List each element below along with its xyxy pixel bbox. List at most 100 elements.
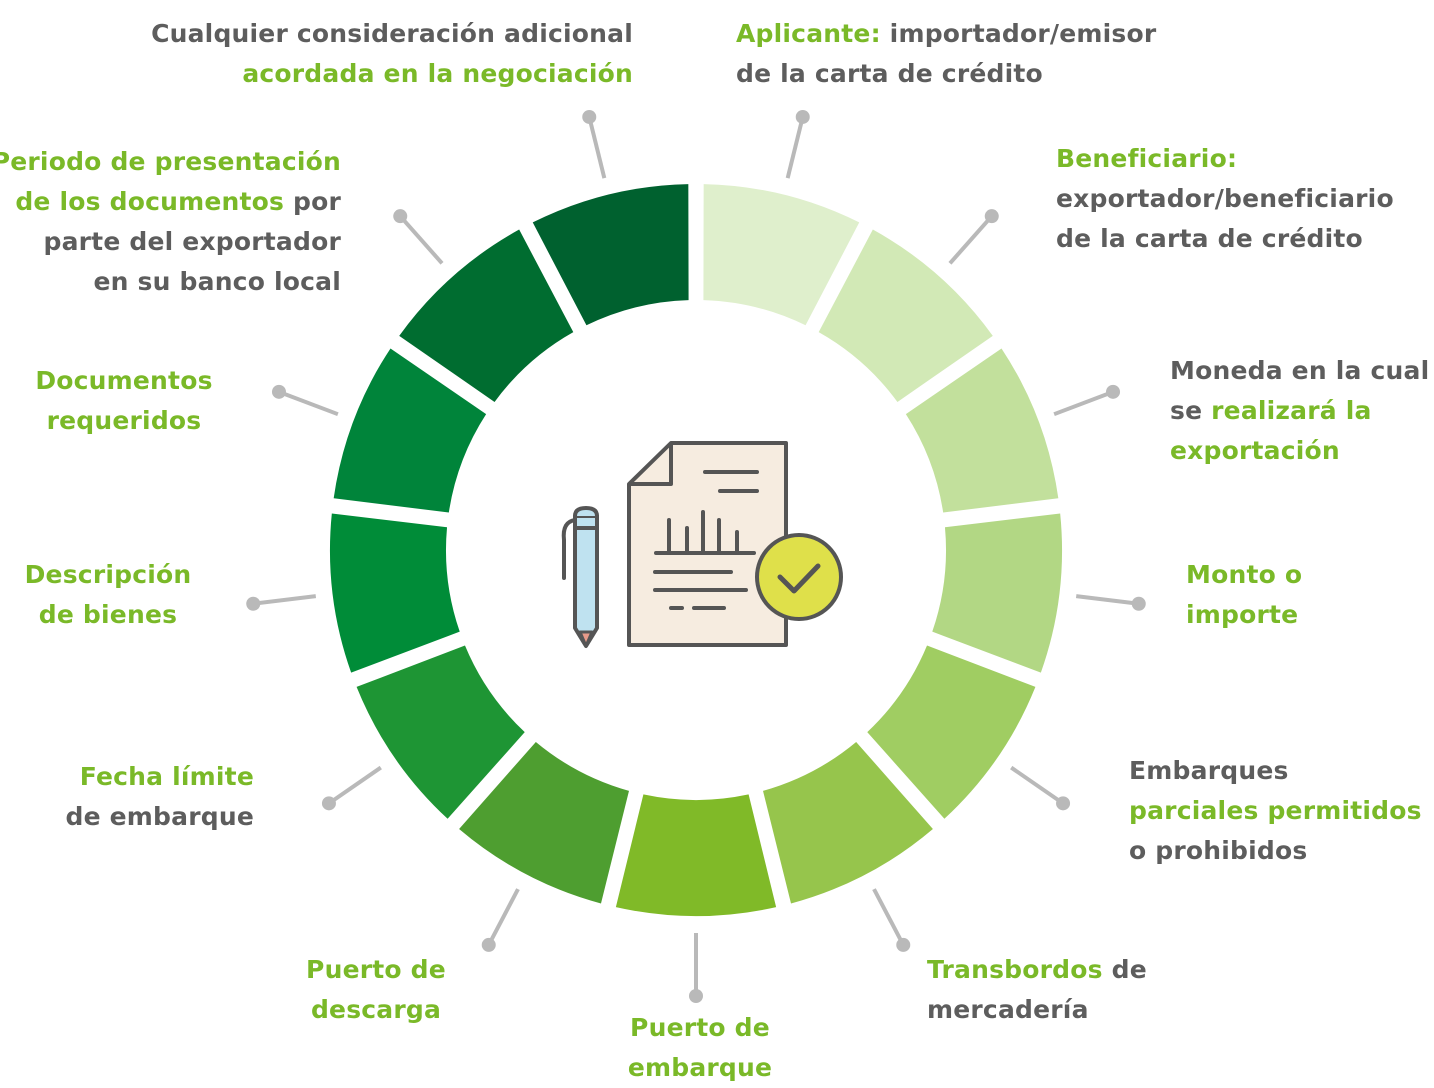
label-line: importe (1186, 595, 1302, 635)
label-line: Fecha límite (65, 757, 254, 797)
connector-dot (393, 209, 408, 224)
label-text: embarque (627, 1053, 773, 1082)
label-line: Beneficiario: (1056, 139, 1394, 179)
label-line: acordada en la negociación (151, 54, 633, 94)
label-text: exportador/beneficiario (1056, 184, 1394, 213)
label-text: acordada en la negociación (242, 59, 633, 88)
label-text: parciales permitidos (1129, 796, 1422, 825)
label-text: importador/emisor (880, 19, 1157, 48)
label-line: parte del exportador (0, 222, 341, 262)
ring-segment-consideracion (532, 184, 689, 326)
label-fecha-limite: Fecha límite de embarque (65, 757, 254, 837)
ring-segment-puerto-embarque (615, 794, 777, 916)
label-periodo: Periodo de presentación de los documentos… (0, 142, 341, 302)
ring-segment-aplicante (703, 184, 860, 326)
connector-dot (795, 109, 810, 124)
label-line: exportador/beneficiario (1056, 179, 1394, 219)
label-text: importe (1186, 600, 1299, 629)
label-line: Puerto de (276, 950, 476, 990)
connector-dot (481, 937, 496, 952)
label-line: se realizará la (1170, 391, 1429, 431)
label-text: o prohibidos (1129, 836, 1308, 865)
ring-segment-beneficiario (818, 229, 993, 402)
label-text: requeridos (46, 406, 202, 435)
label-line: en su banco local (0, 262, 341, 302)
label-line: parciales permitidos (1129, 791, 1422, 831)
label-line: Periodo de presentación (0, 142, 341, 182)
label-line: descarga (276, 990, 476, 1030)
pen-icon (561, 505, 599, 648)
label-monto: Monto o importe (1186, 555, 1302, 635)
label-text: Embarques (1129, 756, 1289, 785)
label-text: de embarque (65, 802, 254, 831)
label-text: de (1102, 955, 1147, 984)
label-text: de los documentos (15, 187, 285, 216)
label-text: en su banco local (93, 267, 341, 296)
ring-segment-periodo (399, 229, 574, 402)
connector-line (398, 214, 444, 265)
label-embarques: Embarques parciales permitidos o prohibido… (1129, 751, 1422, 871)
connector-dot (246, 596, 261, 611)
ring-segment-moneda (905, 348, 1059, 513)
label-line: exportación (1170, 431, 1429, 471)
label-line: Documentos (24, 361, 224, 401)
ring-segment-transbordos (763, 741, 933, 904)
connector-line (948, 214, 994, 265)
label-text: Puerto de (630, 1013, 770, 1042)
connector-line (587, 116, 607, 179)
ring-segment-fecha-limite (356, 645, 525, 819)
label-line: mercadería (927, 990, 1147, 1030)
connector-dot (1131, 596, 1146, 611)
label-text: Monto o (1186, 560, 1303, 589)
label-line: de bienes (8, 595, 208, 635)
connector-line (785, 116, 805, 179)
ring-segment-monto (932, 513, 1062, 673)
connector-lines (246, 109, 1146, 1003)
connector-dot (1106, 384, 1121, 399)
label-line: de embarque (65, 797, 254, 837)
label-text: por (284, 187, 341, 216)
connector-dot (689, 989, 703, 1003)
label-text: mercadería (927, 995, 1089, 1024)
label-line: de la carta de crédito (736, 54, 1156, 94)
connector-dot (896, 937, 911, 952)
label-text: Aplicante: (736, 19, 881, 48)
connector-line (872, 888, 906, 946)
label-text: descarga (310, 995, 442, 1024)
label-line: requeridos (24, 401, 224, 441)
connector-line (1075, 594, 1139, 606)
label-consideracion: Cualquier consideración adicional acordad… (151, 14, 633, 94)
label-text: Puerto de (306, 955, 446, 984)
document-icon (627, 441, 788, 647)
label-puerto-descarga: Puerto de descarga (276, 950, 476, 1030)
connector-dot (321, 796, 336, 811)
label-text: Documentos (35, 366, 213, 395)
label-line: Aplicante: importador/emisor (736, 14, 1156, 54)
connector-line (486, 888, 520, 946)
connector-line (278, 389, 339, 417)
ring-segment-documentos (333, 348, 487, 513)
label-text: de la carta de crédito (736, 59, 1043, 88)
label-transbordos: Transbordos de mercadería (927, 950, 1147, 1030)
label-line: Cualquier consideración adicional (151, 14, 633, 54)
label-text: Descripción (24, 560, 192, 589)
connector-dot (271, 384, 286, 399)
label-text: realizará la (1211, 396, 1372, 425)
label-line: de los documentos por (0, 182, 341, 222)
segment-ring (330, 184, 1062, 916)
connector-dot (984, 209, 999, 224)
connector-line (1010, 765, 1065, 806)
connector-dot (582, 109, 597, 124)
label-aplicante: Aplicante: importador/emisor de la carta … (736, 14, 1156, 94)
label-text: parte del exportador (43, 227, 341, 256)
label-line: de la carta de crédito (1056, 219, 1394, 259)
document-check-pen-icon (561, 441, 843, 648)
label-puerto-embarque: Puerto de embarque (600, 1008, 800, 1088)
connector-dot (1056, 796, 1071, 811)
label-line: Puerto de (600, 1008, 800, 1048)
connector-line (327, 765, 382, 806)
label-text: Periodo de presentación (0, 147, 341, 176)
connector-line (253, 594, 317, 606)
label-line: Transbordos de (927, 950, 1147, 990)
